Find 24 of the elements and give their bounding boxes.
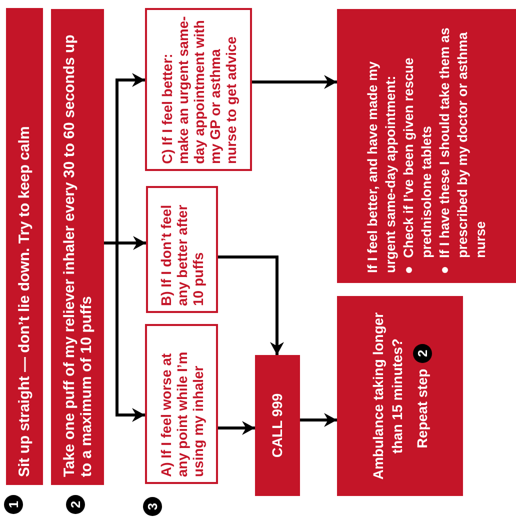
action-box	[255, 355, 300, 496]
arrow	[252, 75, 337, 89]
arrow	[300, 413, 337, 427]
box-text: Sit up straight — don’t lie down. Try to keep calm	[16, 125, 33, 477]
arrow	[218, 421, 255, 435]
option-box	[145, 8, 252, 171]
option-box	[145, 324, 218, 484]
advice-heading: If I feel better, and have made my urgent same-day appointment:	[364, 60, 399, 273]
step-banner	[51, 9, 104, 485]
box-text: C) If I feel better: make an urgent same-day appointment with my GP or asthma nurse to get advice	[158, 15, 238, 164]
box-text: Repeat step	[412, 368, 431, 448]
bullet-text: If I have these I should take them as prescribed by my doctor or asthma nurse	[436, 26, 488, 258]
box-text: B) If I don’t feel any better after 10 puffs	[158, 204, 206, 306]
box-text: Take one puff of my reliever inhaler every 30 to 60 seconds up to a maximum of 10 puffs	[60, 34, 94, 477]
advice-box	[337, 9, 516, 283]
box-text: Ambulance taking longer than 15 minutes?	[368, 311, 406, 482]
box-text: A) If I feel worse at any point while I’m using my inhaler	[158, 350, 206, 477]
bullet-text: Check if I’ve been given rescue prednisolone tablets	[400, 56, 435, 258]
arrow	[218, 256, 284, 355]
option-box	[146, 186, 218, 313]
step-banner	[6, 8, 43, 485]
box-text: CALL 999	[268, 393, 286, 458]
arrow	[104, 73, 145, 244]
action-box	[337, 296, 463, 496]
